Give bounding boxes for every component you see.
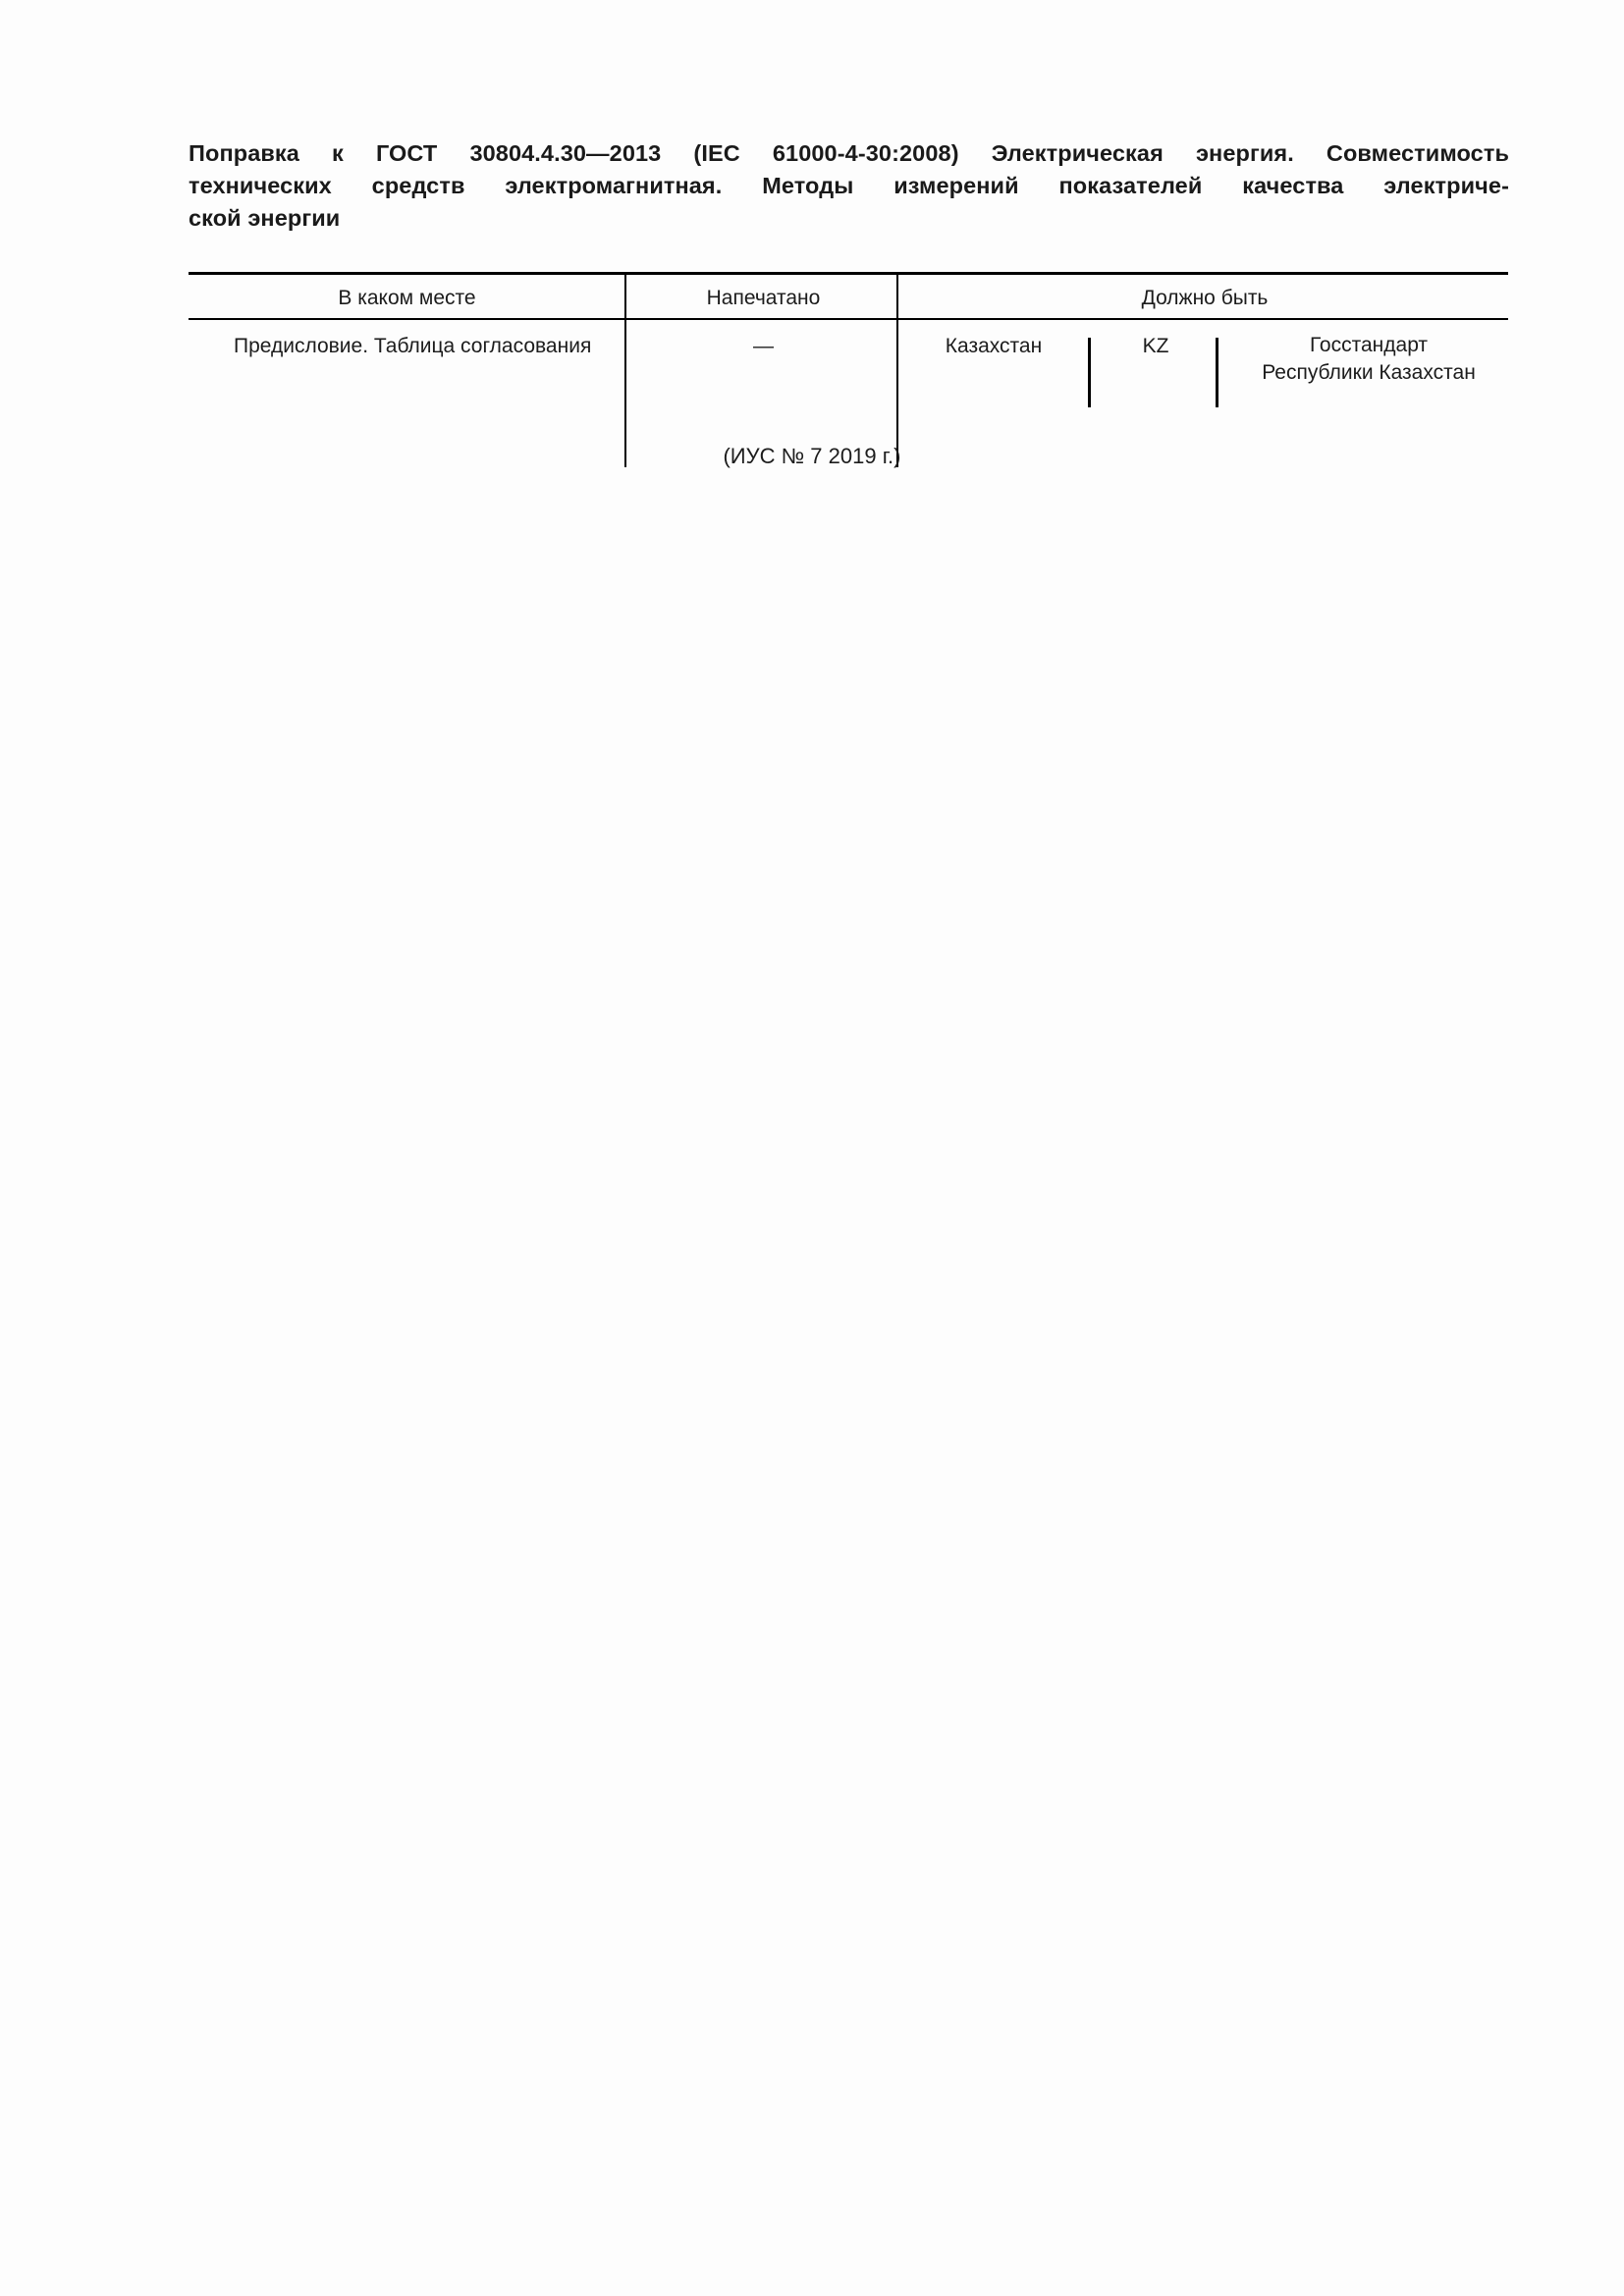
table-top-rule [189, 272, 1508, 275]
column-header-printed: Напечатано [706, 287, 821, 309]
issue-reference: (ИУС № 7 2019 г.) [723, 444, 901, 468]
page-title: Поправка к ГОСТ 30804.4.30—2013 (IEC 610… [189, 137, 1509, 235]
table-column-divider-1 [624, 272, 626, 467]
title-line-2: технических средств электромагнитная. Ме… [189, 173, 1509, 198]
table-subcolumn-divider-1 [1088, 338, 1091, 407]
column-header-where: В каком месте [338, 287, 476, 309]
cell-authority: Госстандарт Республики Казахстан [1229, 332, 1508, 387]
corrections-table: В каком месте Напечатано Должно быть Пре… [189, 272, 1508, 472]
table-header-row: В каком месте Напечатано Должно быть [189, 275, 1508, 318]
title-line-1: Поправка к ГОСТ 30804.4.30—2013 (IEC 610… [189, 140, 1509, 166]
column-header-should-be: Должно быть [1141, 287, 1269, 309]
table-row: Предисловие. Таблица согла­сования — Каз… [189, 320, 1508, 472]
cell-printed: — [753, 335, 774, 357]
cell-country: Казахстан [945, 335, 1043, 357]
title-line-3: ской энергии [189, 205, 341, 231]
table-header-rule [189, 318, 1508, 320]
cell-where: Предисловие. Таблица согла­сования [234, 335, 592, 357]
table-column-divider-2 [896, 272, 898, 467]
cell-code: KZ [1142, 335, 1169, 357]
cell-authority-line-1: Госстандарт [1309, 334, 1429, 356]
cell-authority-line-2: Республики Казахстан [1262, 361, 1476, 384]
table-subcolumn-divider-2 [1216, 338, 1218, 407]
